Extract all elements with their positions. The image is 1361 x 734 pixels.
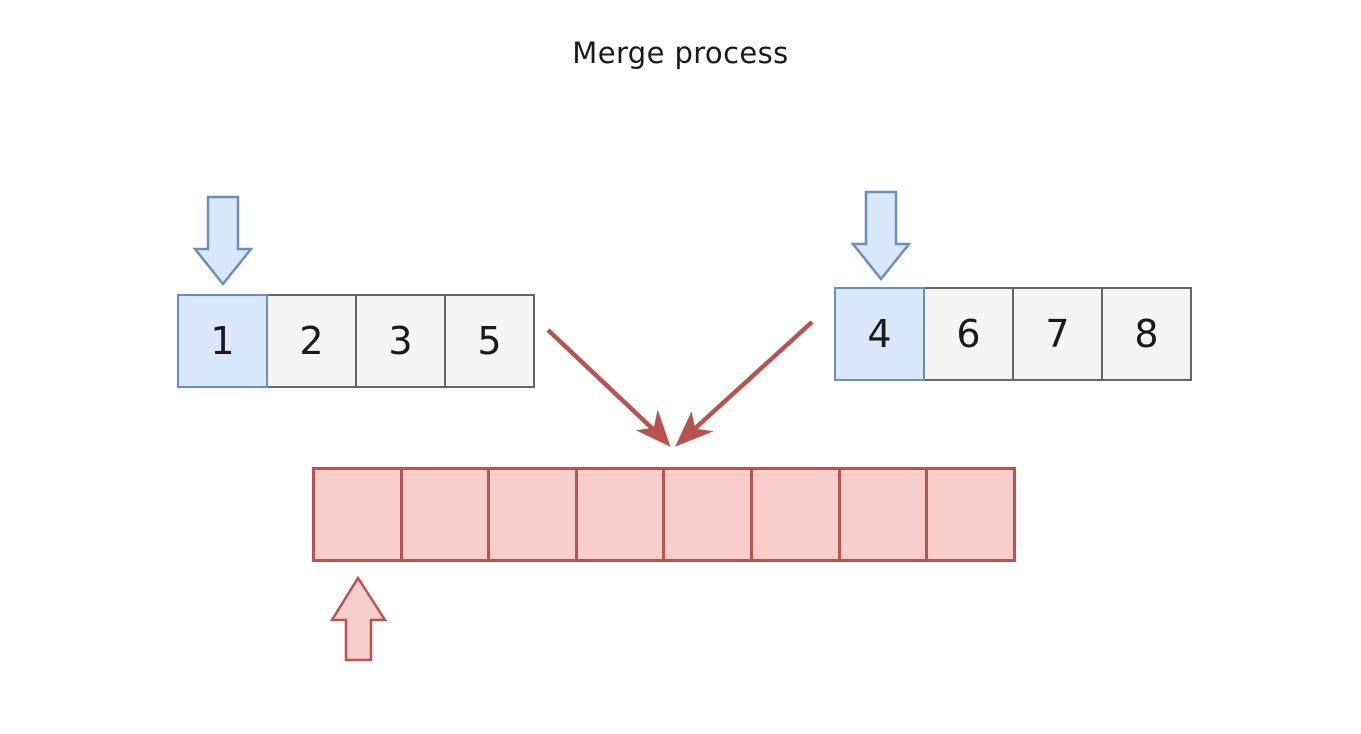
left-cell-3[interactable]: 5 [444, 294, 535, 388]
output-pointer-up-arrow-icon [329, 575, 388, 662]
output-cell-4[interactable] [662, 467, 753, 562]
left-cell-1[interactable]: 2 [266, 294, 357, 388]
output-cell-3[interactable] [574, 467, 666, 562]
output-cell-1[interactable] [399, 467, 491, 562]
left-to-output-arrow-icon [546, 328, 671, 447]
output-cell-6[interactable] [837, 467, 929, 562]
right-cell-2[interactable]: 7 [1012, 287, 1103, 381]
right-cell-3-value: 8 [1134, 312, 1159, 356]
right-cell-0[interactable]: 4 [834, 287, 925, 381]
right-pointer-down-arrow-icon [850, 190, 912, 282]
left-cell-0[interactable]: 1 [177, 294, 268, 388]
right-cell-1[interactable]: 6 [923, 287, 1014, 381]
right-to-output-arrow-icon [675, 320, 814, 447]
left-cell-3-value: 5 [477, 319, 502, 363]
output-cell-0[interactable] [312, 467, 403, 562]
right-cell-3[interactable]: 8 [1101, 287, 1192, 381]
right-cell-1-value: 6 [956, 312, 981, 356]
right-cell-2-value: 7 [1045, 312, 1070, 356]
output-cell-7[interactable] [925, 467, 1016, 562]
left-cell-2-value: 3 [388, 319, 413, 363]
left-run-array: 1 2 3 5 [177, 294, 535, 388]
left-cell-1-value: 2 [299, 319, 324, 363]
right-run-array: 4 6 7 8 [834, 287, 1192, 381]
left-pointer-down-arrow-icon [192, 195, 254, 287]
left-cell-0-value: 1 [210, 319, 235, 363]
merged-output-array [312, 467, 1016, 562]
output-cell-2[interactable] [487, 467, 578, 562]
right-cell-0-value: 4 [867, 312, 892, 356]
left-cell-2[interactable]: 3 [355, 294, 446, 388]
page-title: Merge process [572, 36, 789, 70]
output-cell-5[interactable] [749, 467, 841, 562]
